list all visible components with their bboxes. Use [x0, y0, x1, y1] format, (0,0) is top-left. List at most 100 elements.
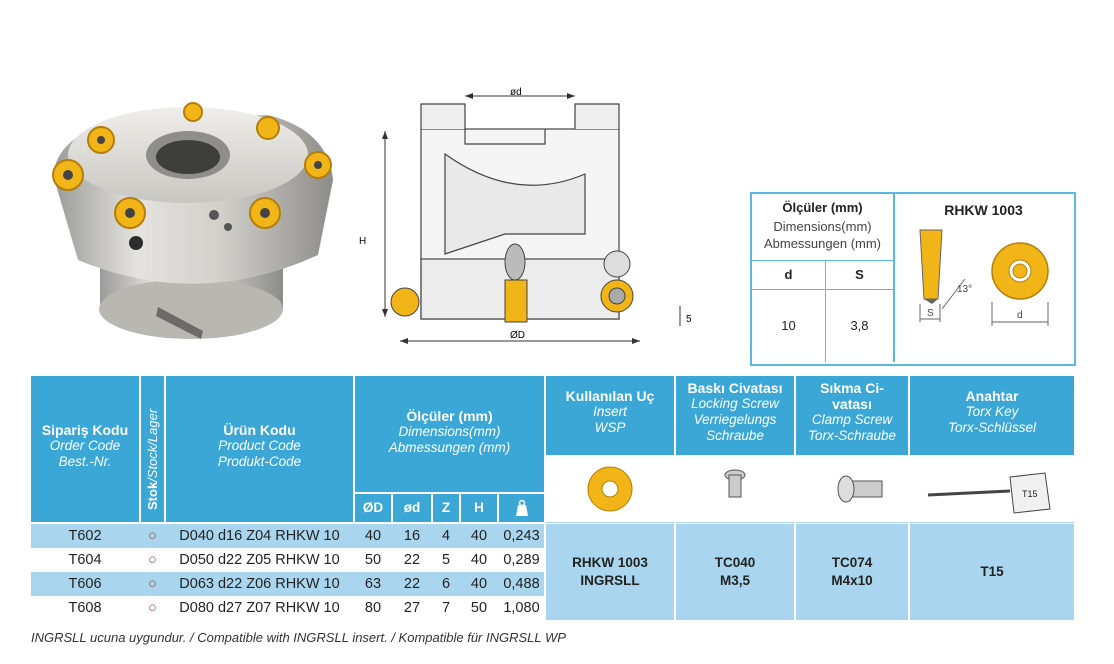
header-order-de: Best.-Nr. — [58, 454, 112, 469]
dim-D-cell: 63 — [364, 576, 382, 592]
header-insert: Kullanılan Uç Insert WSP — [546, 376, 674, 455]
insert-dimensions-box: Ölçüler (mm) Dimensions(mm) Abmessungen … — [750, 192, 1076, 366]
dim-H-cell: 40 — [470, 576, 488, 592]
clamp-value-cell: TC074 M4x10 — [796, 524, 908, 620]
header-clamp-screw: Sıkma Ci- vatası Clamp Screw Torx-Schrau… — [796, 376, 908, 455]
header-product-en: Product Code — [218, 438, 301, 453]
dimbox-header-en: Dimensions(mm) — [773, 219, 872, 234]
dimbox-header-tr: Ölçüler (mm) — [782, 200, 863, 215]
technical-drawing: ød H ØD 5 — [359, 87, 692, 344]
subheader-weight — [499, 494, 544, 522]
product-code-cell: D040 d16 Z04 RHKW 10 — [179, 528, 340, 544]
dimbox-col-s: S — [855, 267, 864, 282]
dim-d-cell: 16 — [403, 528, 421, 544]
header-dims-de: Abmessungen (mm) — [388, 440, 511, 455]
locking-screw-image-cell — [676, 457, 794, 523]
insert-diagram-angle: 13° — [957, 284, 972, 295]
header-product-de: Produkt-Code — [217, 454, 302, 469]
header-clamp-de: Torx-Schraube — [807, 428, 897, 443]
drawing-label-height: H — [359, 236, 366, 247]
weight-cell: 0,488 — [503, 576, 540, 592]
dim-H-cell: 40 — [470, 528, 488, 544]
locking-screw-icon — [724, 469, 746, 498]
key-value: T15 — [980, 564, 1004, 579]
clamp-screw-image-cell — [796, 457, 908, 523]
dimbox-col-d: d — [784, 267, 793, 282]
product-table: Sipariş Kodu Order Code Best.-Nr. Stok/S… — [31, 376, 1074, 620]
torx-key-icon: T15 — [927, 472, 1051, 514]
header-product-code: Ürün Kodu Product Code Produkt-Code — [166, 376, 353, 522]
header-locking-de1: Verriegelungs — [693, 412, 777, 427]
weight-cell: 1,080 — [503, 600, 540, 616]
face-mill-cutter-image — [52, 102, 333, 339]
insert-diagram-label-d: d — [1017, 310, 1023, 321]
header-locking-en: Locking Screw — [691, 396, 779, 411]
header-clamp-en: Clamp Screw — [811, 412, 893, 427]
dim-Z-cell: 5 — [441, 552, 451, 568]
dim-H-cell: 40 — [470, 552, 488, 568]
dim-d-cell: 22 — [403, 552, 421, 568]
header-locking-de2: Schraube — [706, 428, 764, 443]
dim-D-cell: 80 — [364, 600, 382, 616]
subheader-d: ød — [393, 494, 431, 522]
dim-H-cell: 50 — [470, 600, 488, 616]
header-locking-screw: Baskı Civatası Locking Screw Verriegelun… — [676, 376, 794, 455]
header-stock-rest: /Stock/Lager — [145, 408, 160, 482]
weight-cell: 0,289 — [503, 552, 540, 568]
header-key-de: Torx-Schlüssel — [947, 420, 1037, 435]
header-dims-en: Dimensions(mm) — [398, 424, 501, 439]
locking-value-l1: TC040 — [714, 555, 756, 570]
header-product-tr: Ürün Kodu — [223, 422, 296, 438]
torx-key-image-cell: T15 — [910, 457, 1074, 523]
insert-icon — [587, 466, 633, 512]
stock-cell: ○ — [148, 576, 157, 592]
torx-key-icon-label: T15 — [1022, 489, 1038, 499]
insert-image-cell — [546, 457, 674, 523]
dim-Z-cell: 4 — [441, 528, 451, 544]
insert-value-cell: RHKW 1003 INGRSLL — [546, 524, 674, 620]
drawing-label-big-d: ØD — [510, 330, 525, 341]
dim-d-cell: 22 — [403, 576, 421, 592]
key-value-cell: T15 — [910, 524, 1074, 620]
header-clamp-tr2: vatası — [832, 396, 872, 412]
header-dimensions: Ölçüler (mm) Dimensions(mm) Abmessungen … — [355, 376, 544, 492]
header-order-code: Sipariş Kodu Order Code Best.-Nr. — [31, 376, 139, 522]
header-stock: Stok/Stock/Lager — [141, 376, 164, 522]
subheader-Z: Z — [433, 494, 459, 522]
insert-diagram: S 13° d — [919, 229, 1049, 326]
header-order-tr: Sipariş Kodu — [41, 422, 129, 438]
header-torx-key: Anahtar Torx Key Torx-Schlüssel — [910, 376, 1074, 455]
header-insert-tr: Kullanılan Uç — [565, 388, 655, 404]
weight-icon — [515, 499, 528, 516]
product-code-cell: D063 d22 Z06 RHKW 10 — [179, 576, 340, 592]
insert-value-l1: RHKW 1003 — [572, 555, 648, 570]
subheader-D: ØD — [355, 494, 391, 522]
locking-value-cell: TC040 M3,5 — [676, 524, 794, 620]
dimbox-val-s: 3,8 — [850, 318, 869, 333]
dim-Z-cell: 6 — [441, 576, 451, 592]
header-key-tr: Anahtar — [965, 388, 1019, 404]
stock-cell: ○ — [148, 528, 157, 544]
order-code-cell: T602 — [68, 528, 102, 544]
footnote: INGRSLL ucuna uygundur. / Compatible wit… — [31, 630, 566, 645]
drawing-label-small-d: ød — [510, 87, 522, 98]
clamp-value-l1: TC074 — [831, 555, 873, 570]
clamp-value-l2: M4x10 — [831, 573, 873, 588]
clamp-screw-icon — [837, 475, 883, 503]
stock-cell: ○ — [148, 600, 157, 616]
drawing-label-depth: 5 — [686, 314, 692, 325]
subheader-H: H — [461, 494, 497, 522]
header-key-en: Torx Key — [965, 404, 1019, 419]
dim-D-cell: 40 — [364, 528, 382, 544]
table-row: T602 ○ D040 d16 Z04 RHKW 10 40 16 4 40 0,243 — [31, 524, 544, 548]
insert-value-l2: INGRSLL — [580, 573, 640, 588]
order-code-cell: T604 — [68, 552, 102, 568]
order-code-cell: T608 — [68, 600, 102, 616]
header-dims-tr: Ölçüler (mm) — [406, 408, 493, 424]
product-code-cell: D050 d22 Z05 RHKW 10 — [179, 552, 340, 568]
locking-value-l2: M3,5 — [719, 573, 750, 588]
weight-cell: 0,243 — [503, 528, 540, 544]
dimbox-header-de: Abmessungen (mm) — [763, 236, 882, 251]
